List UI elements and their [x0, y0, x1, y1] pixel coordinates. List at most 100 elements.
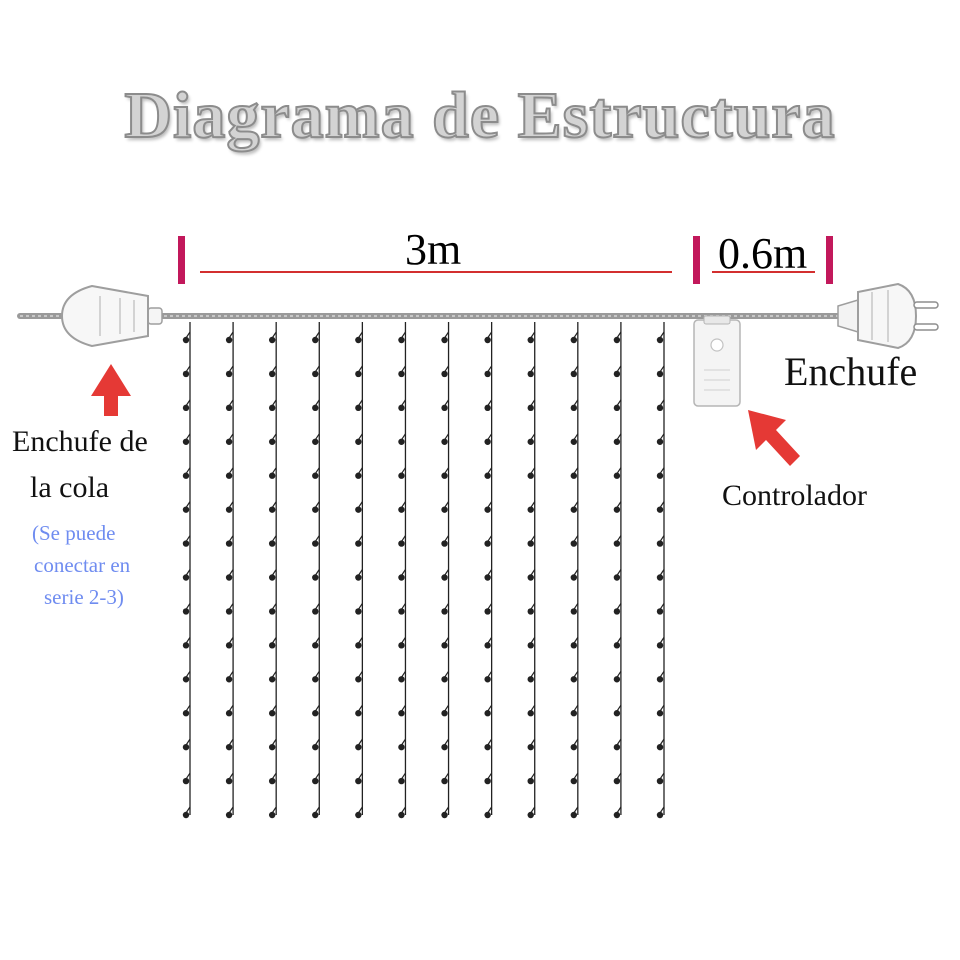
bulb-icon [527, 710, 534, 717]
bulb-icon [225, 540, 233, 547]
bulb-icon [613, 777, 621, 785]
bulb-icon [527, 370, 534, 378]
bulb-icon [225, 438, 233, 445]
tail-plug-label-line2: la cola [30, 471, 110, 504]
bulb-icon [312, 574, 319, 581]
bulb-icon [398, 472, 405, 479]
bulb-icon [484, 710, 491, 717]
bulb-icon [182, 574, 190, 581]
bulb-icon [355, 574, 362, 581]
bulb-icon [570, 608, 578, 615]
bulb-icon [570, 642, 578, 649]
bulb-icon [570, 811, 578, 819]
bulb-icon [398, 336, 405, 344]
bulb-icon [527, 743, 534, 751]
bulb-icon [527, 676, 534, 683]
bulb-icon [312, 777, 319, 785]
bulb-icon [570, 438, 578, 445]
bulb-icon [268, 506, 276, 513]
start-marker [178, 236, 185, 284]
power-plug-icon [837, 282, 939, 350]
bulb-icon [441, 370, 448, 378]
bulb-icon [355, 608, 362, 615]
bulb-icon [268, 540, 276, 547]
bulb-icon [527, 540, 534, 547]
bulb-icon [398, 777, 405, 785]
bulb-icon [570, 472, 578, 479]
bulb-icon [312, 811, 319, 819]
bulb-icon [398, 506, 405, 513]
bulb-icon [484, 404, 491, 412]
bulb-icon [312, 540, 319, 547]
bulb-icon [441, 777, 448, 785]
bulb-icon [484, 777, 491, 785]
bulb-icon [656, 710, 664, 717]
bulb-icon [312, 370, 319, 378]
bulb-icon [398, 743, 405, 751]
bulb-icon [355, 540, 362, 547]
bulb-icon [398, 811, 405, 819]
bulb-icon [613, 676, 621, 683]
bulb-icon [656, 574, 664, 581]
bulb-icon [484, 574, 491, 581]
bulb-icon [398, 642, 405, 649]
bulb-icon [398, 608, 405, 615]
bulb-icon [225, 574, 233, 581]
bulb-icon [484, 540, 491, 547]
bulb-icon [656, 642, 664, 649]
bulb-icon [484, 743, 491, 751]
plug-label: Enchufe [784, 349, 918, 394]
bulb-icon [656, 506, 664, 513]
tail-plug-icon [60, 284, 163, 348]
bulb-icon [268, 811, 276, 819]
bulb-icon [182, 676, 190, 683]
diagram-title: Diagrama de Estructura [123, 78, 836, 153]
bulb-icon [570, 676, 578, 683]
bulb-icon [312, 676, 319, 683]
light-strands [182, 322, 665, 819]
bulb-icon [355, 438, 362, 445]
bulb-icon [182, 608, 190, 615]
bulb-icon [268, 472, 276, 479]
bulb-icon [613, 506, 621, 513]
bulb-icon [225, 642, 233, 649]
bulb-icon [312, 642, 319, 649]
bulb-icon [225, 336, 233, 344]
bulb-icon [441, 472, 448, 479]
bulb-icon [441, 608, 448, 615]
bulb-icon [268, 608, 276, 615]
bulb-icon [398, 370, 405, 378]
bulb-icon [527, 574, 534, 581]
bulb-icon [527, 608, 534, 615]
bulb-icon [268, 676, 276, 683]
bulb-icon [268, 777, 276, 785]
bulb-icon [656, 404, 664, 412]
bulb-icon [182, 506, 190, 513]
bulb-icon [484, 811, 491, 819]
bulb-icon [484, 608, 491, 615]
bulb-icon [268, 574, 276, 581]
bulb-icon [225, 676, 233, 683]
bulb-icon [527, 506, 534, 513]
bulb-icon [182, 540, 190, 547]
bulb-icon [527, 642, 534, 649]
bulb-icon [355, 676, 362, 683]
bulb-icon [613, 472, 621, 479]
bulb-icon [656, 743, 664, 751]
bulb-icon [613, 404, 621, 412]
bulb-icon [441, 506, 448, 513]
bulb-icon [570, 743, 578, 751]
bulb-icon [268, 404, 276, 412]
bulb-icon [527, 811, 534, 819]
bulb-icon [441, 404, 448, 412]
bulb-icon [441, 743, 448, 751]
bulb-icon [484, 370, 491, 378]
bulb-icon [182, 777, 190, 785]
tail-plug-label-line1: Enchufe de [12, 425, 148, 458]
bulb-icon [268, 710, 276, 717]
bulb-icon [182, 811, 190, 819]
bulb-icon [570, 336, 578, 344]
bulb-icon [182, 370, 190, 378]
bulb-icon [312, 438, 319, 445]
